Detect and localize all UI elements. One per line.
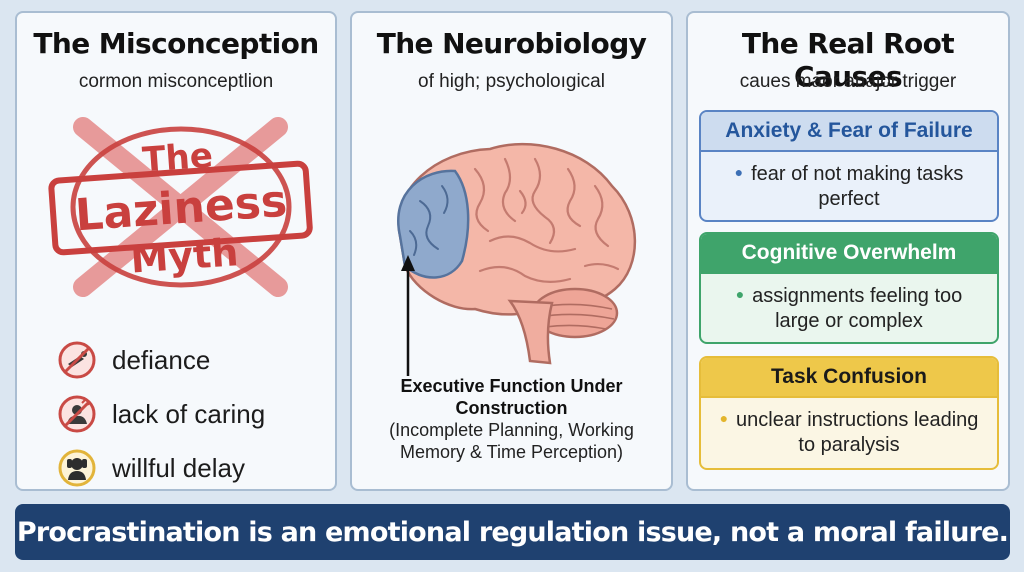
- cause-card-overwhelm: Cognitive Overwhelm ● assignments feeling…: [699, 232, 999, 344]
- item-label: willful delay: [112, 452, 245, 483]
- no-defiance-icon: [57, 340, 97, 380]
- neurobiology-subtitle: of high; psycholoıgical: [418, 71, 605, 92]
- misconception-list: defiance lack of caring: [57, 333, 265, 495]
- bullet-icon: ●: [719, 410, 729, 426]
- stamp-line-1: The: [141, 136, 214, 181]
- neurobiology-panel: The Neurobiology of high; psycholoıgical: [350, 11, 673, 491]
- executive-function-desc: (Incomplete Planning, Working Memory & T…: [389, 420, 634, 462]
- brain-illustration: [380, 131, 650, 376]
- cause-title: Cognitive Overwhelm: [701, 234, 997, 274]
- cause-title: Anxiety & Fear of Failure: [701, 112, 997, 152]
- executive-function-title: Executive Function Under Construction: [400, 376, 623, 418]
- root-causes-subtitle: caues maor anajor trigger: [739, 71, 957, 92]
- conclusion-banner: Procrastination is an emotional regulati…: [15, 504, 1010, 560]
- cause-body: ● fear of not making tasks perfect: [701, 152, 997, 212]
- root-causes-panel: The Real Root Causes caues maor anajor t…: [686, 11, 1010, 491]
- neurobiology-title: The Neurobiology: [376, 27, 647, 60]
- root-causes-title: The Real Root Causes: [741, 27, 955, 93]
- misconception-subtitle: cormon misconceptlion: [78, 71, 274, 92]
- cause-card-anxiety: Anxiety & Fear of Failure ● fear of not m…: [699, 110, 999, 222]
- stamp-line-3: Myth: [129, 230, 240, 281]
- item-label: lack of caring: [112, 398, 266, 429]
- item-label: defiance: [112, 344, 211, 375]
- no-caring-icon: [57, 394, 97, 434]
- cause-title: Task Confusion: [701, 358, 997, 398]
- list-item: willful delay: [57, 441, 265, 495]
- misconception-title: The Misconception: [33, 27, 319, 60]
- cause-text: unclear instructions leading to paralysi…: [736, 409, 979, 456]
- laziness-myth-stamp: The Laziness Myth: [43, 117, 313, 297]
- cause-text: fear of not making tasks perfect: [751, 163, 964, 210]
- cause-body: ● assignments feeling too large or comple…: [701, 274, 997, 334]
- stamp-line-2: Laziness: [74, 176, 289, 242]
- covered-ears-icon: [57, 448, 97, 488]
- cause-text: assignments feeling too large or complex: [752, 285, 963, 332]
- cause-card-confusion: Task Confusion ● unclear instructions lea…: [699, 356, 999, 470]
- list-item: defiance: [57, 333, 265, 387]
- bullet-icon: ●: [734, 164, 744, 180]
- misconception-panel: The Misconception cormon misconceptlion …: [15, 11, 337, 491]
- list-item: lack of caring: [57, 387, 265, 441]
- cause-body: ● unclear instructions leading to paralys…: [701, 398, 997, 458]
- bullet-icon: ●: [735, 286, 745, 302]
